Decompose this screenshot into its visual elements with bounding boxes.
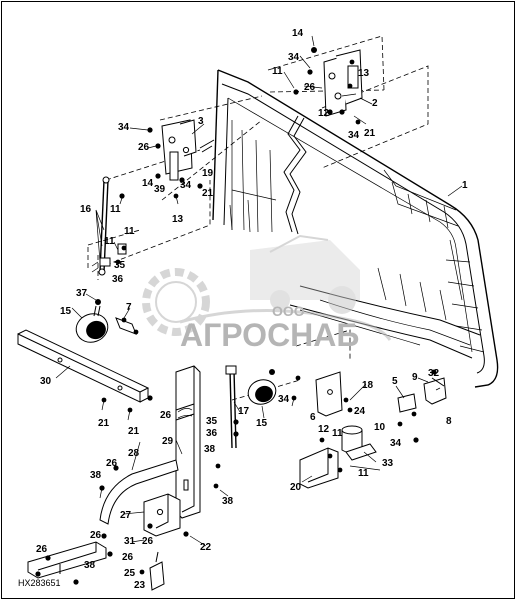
support-beam-part-30 <box>17 329 153 421</box>
callout-34: 34 <box>180 180 192 191</box>
callout-11: 11 <box>272 66 283 77</box>
figure-code: HX283651 <box>18 578 61 588</box>
callout-11: 11 <box>110 204 121 215</box>
callout-28: 28 <box>128 448 140 459</box>
callout-19: 19 <box>202 168 214 179</box>
bracket-part-27 <box>143 493 189 537</box>
callout-26: 26 <box>142 536 154 547</box>
bracket-part-6 <box>315 371 353 417</box>
callout-15: 15 <box>60 306 72 317</box>
callout-labels: 1 2 3 5 6 7 8 9 10 11 11 11 11 11 11 12 … <box>36 28 468 591</box>
callout-34: 34 <box>288 52 300 63</box>
plate-part-5 <box>397 393 419 443</box>
callout-34: 34 <box>118 122 130 133</box>
callout-35: 35 <box>114 260 126 271</box>
work-light-left <box>75 299 109 343</box>
callout-22: 22 <box>200 542 212 553</box>
window-frame-part-1 <box>212 69 499 388</box>
callout-27: 27 <box>120 510 132 521</box>
callout-26: 26 <box>122 552 134 563</box>
hinge-assembly-left <box>147 119 215 205</box>
callout-25: 25 <box>124 568 136 579</box>
callout-34: 34 <box>278 394 290 405</box>
callout-2: 2 <box>372 98 378 109</box>
callout-14: 14 <box>142 178 154 189</box>
callout-26: 26 <box>90 530 102 541</box>
callout-39: 39 <box>154 184 166 195</box>
watermark-brand: АГРОСНАБ <box>180 317 359 353</box>
callout-30: 30 <box>40 376 52 387</box>
callout-8: 8 <box>446 416 452 427</box>
cylinder-part-24 <box>341 425 363 454</box>
callout-26: 26 <box>36 544 48 555</box>
callout-23: 23 <box>134 580 146 591</box>
callout-36: 36 <box>112 274 124 285</box>
callout-11: 11 <box>332 428 343 439</box>
callout-26: 26 <box>106 458 118 469</box>
callout-29: 29 <box>162 436 174 447</box>
callout-7: 7 <box>126 302 132 313</box>
callout-11: 11 <box>104 236 115 247</box>
callout-9: 9 <box>412 372 418 383</box>
callout-13: 13 <box>172 214 184 225</box>
callout-34: 34 <box>348 130 360 141</box>
callout-38: 38 <box>84 560 96 571</box>
callout-1: 1 <box>462 180 468 191</box>
bracket-part-31 <box>27 533 113 585</box>
callout-26: 26 <box>160 410 172 421</box>
callout-26: 26 <box>304 82 316 93</box>
callout-17: 17 <box>238 406 250 417</box>
watermark-logo <box>142 234 392 341</box>
callout-3: 3 <box>198 116 204 127</box>
callout-10: 10 <box>374 422 386 433</box>
leader-lines <box>55 35 463 547</box>
assembly-lines <box>87 35 429 401</box>
callout-11: 11 <box>124 226 135 237</box>
stay-rod-assembly <box>91 176 127 276</box>
watermark-prefix: ООО <box>272 303 305 319</box>
callout-16: 16 <box>80 204 92 215</box>
callout-35: 35 <box>206 416 218 427</box>
callout-21: 21 <box>98 418 110 429</box>
callout-21: 21 <box>202 188 214 199</box>
callout-12: 12 <box>318 108 330 119</box>
callout-13: 13 <box>358 68 370 79</box>
callout-12: 12 <box>318 424 330 435</box>
callout-38: 38 <box>90 470 102 481</box>
callout-5: 5 <box>392 376 398 387</box>
callout-33: 33 <box>382 458 394 469</box>
callout-26: 26 <box>138 142 150 153</box>
callout-20: 20 <box>290 482 302 493</box>
callout-36: 36 <box>206 428 218 439</box>
latch-part-23 <box>139 551 165 591</box>
callout-18: 18 <box>362 380 374 391</box>
plate-part-20 <box>299 437 343 489</box>
callout-38: 38 <box>204 444 216 455</box>
callout-31: 31 <box>124 536 136 547</box>
callout-11: 11 <box>358 468 369 479</box>
break-lines <box>283 115 307 235</box>
callout-37: 37 <box>76 288 88 299</box>
callout-32: 32 <box>428 368 440 379</box>
callout-6: 6 <box>310 412 316 423</box>
callout-34: 34 <box>390 438 402 449</box>
spacer-part-33 <box>345 443 377 461</box>
callout-15: 15 <box>256 418 268 429</box>
callout-38: 38 <box>222 496 234 507</box>
callout-14: 14 <box>292 28 304 39</box>
bracket-part-8 <box>423 369 447 405</box>
arm-part-28 <box>99 459 179 525</box>
callout-24: 24 <box>354 406 366 417</box>
bracket-part-7 <box>115 317 139 335</box>
bracket-assembly-top <box>293 47 367 125</box>
callout-21: 21 <box>128 426 140 437</box>
callout-21: 21 <box>364 128 376 139</box>
